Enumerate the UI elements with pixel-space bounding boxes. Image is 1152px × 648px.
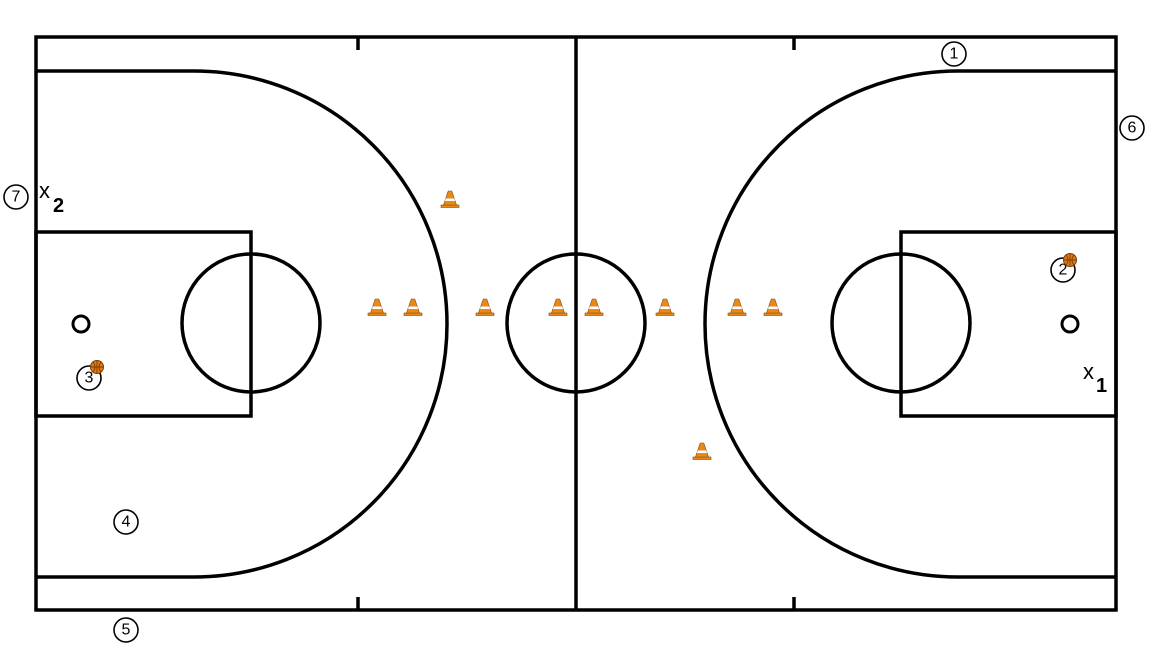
ball-icon — [1063, 253, 1077, 267]
player-number: 1 — [950, 46, 959, 63]
cones — [367, 190, 783, 460]
cone-icon — [584, 298, 604, 316]
cone-icon — [763, 298, 783, 316]
cone-icon — [367, 298, 387, 316]
player-5: 5 — [113, 617, 139, 643]
player-number: 6 — [1128, 120, 1137, 137]
court-lines — [34, 35, 1118, 612]
cone-icon — [475, 298, 495, 316]
player-6: 6 — [1119, 115, 1145, 141]
cone-icon — [403, 298, 423, 316]
ball-icon — [90, 360, 104, 374]
right-three-point-line — [703, 69, 1116, 579]
defender-x2: x 2 — [39, 178, 64, 217]
cone-icon — [548, 298, 568, 316]
player-number: 4 — [122, 514, 131, 531]
left-basket — [71, 314, 91, 334]
player-number: 2 — [1059, 262, 1068, 279]
cone-icon — [692, 442, 712, 460]
defender-number: 2 — [53, 195, 64, 217]
defender-mark: x — [39, 178, 50, 203]
player-4: 4 — [113, 509, 139, 535]
player-1: 1 — [941, 41, 967, 67]
right-basket — [1060, 314, 1080, 334]
right-key — [899, 230, 1118, 418]
left-free-throw-circle — [180, 252, 322, 394]
player-2: 2 — [1050, 253, 1077, 283]
cone-icon — [655, 298, 675, 316]
player-number: 3 — [85, 370, 94, 387]
right-free-throw-circle — [830, 252, 972, 394]
defender-number: 1 — [1096, 375, 1107, 397]
center-circle — [505, 252, 647, 394]
player-number: 7 — [12, 189, 21, 206]
left-key — [34, 230, 253, 418]
player-7: 7 — [3, 184, 29, 210]
defender-mark: x — [1083, 359, 1094, 384]
cone-icon — [727, 298, 747, 316]
cone-icon — [440, 190, 460, 208]
player-3: 3 — [76, 360, 104, 391]
left-three-point-line — [36, 69, 449, 579]
player-number: 5 — [122, 622, 131, 639]
defender-x1: x 1 — [1083, 359, 1107, 397]
